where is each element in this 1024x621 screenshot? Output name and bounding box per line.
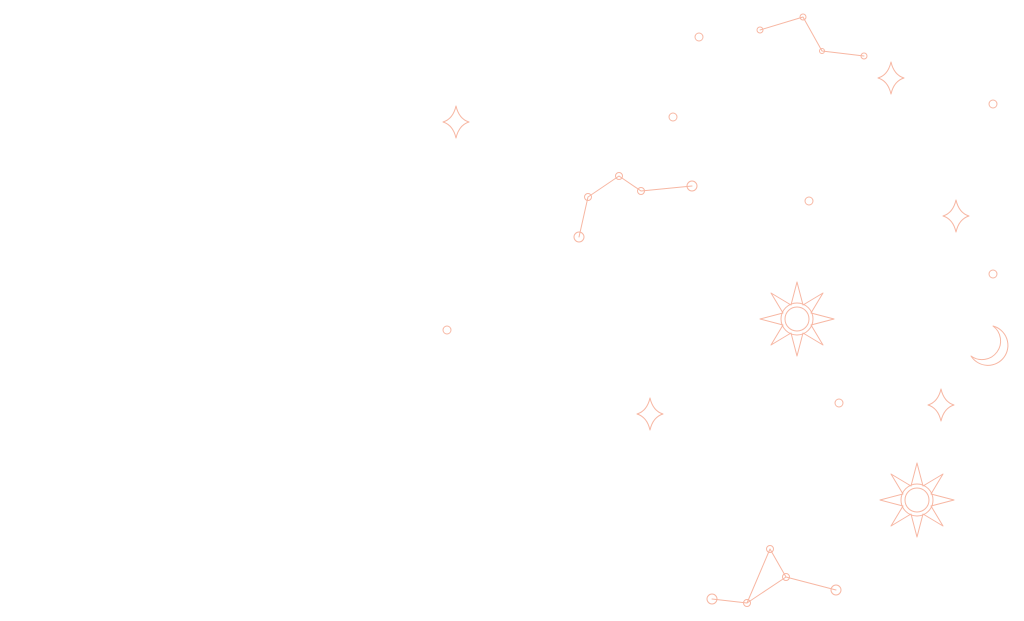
sun-ring-outer: [900, 483, 934, 517]
constellation-star: [782, 573, 790, 581]
sun-ray-points: [879, 462, 955, 538]
constellation-line: [578, 175, 693, 238]
sun-ring-outer: [780, 302, 814, 336]
constellation-star: [799, 13, 807, 21]
sun-icon: [759, 281, 835, 357]
crescent-moon-icon: [970, 325, 1009, 366]
constellation-icon: [573, 172, 698, 243]
star-dot-icon: [988, 269, 998, 279]
star-dot-icon: [804, 196, 814, 206]
sparkle-icon: [942, 199, 970, 233]
sun-ring-inner: [904, 487, 930, 513]
constellation-star: [637, 187, 645, 195]
constellation-star: [615, 172, 623, 180]
sparkle-icon: [927, 388, 955, 422]
constellation-line: [746, 576, 787, 604]
constellation-icon: [756, 13, 868, 60]
star-dot-icon: [694, 32, 704, 42]
sun-icon: [879, 462, 955, 538]
constellation-line: [711, 548, 837, 604]
constellation-star: [743, 599, 751, 607]
star-dot-icon: [988, 99, 998, 109]
sparkle-icon: [636, 397, 664, 431]
constellation-star: [584, 193, 592, 201]
constellation-star: [819, 48, 825, 54]
star-dot-icon: [442, 325, 452, 335]
constellation-icon: [706, 545, 842, 607]
constellation-star: [860, 52, 868, 60]
sun-ring-inner: [784, 306, 810, 332]
constellation-star: [686, 180, 698, 192]
sun-ray-points: [759, 281, 835, 357]
constellation-star: [573, 231, 585, 243]
constellation-star: [830, 584, 842, 596]
constellation-star: [706, 593, 718, 605]
star-dot-icon: [668, 112, 678, 122]
sparkle-icon: [442, 105, 470, 139]
sparkle-icon: [877, 61, 905, 95]
star-dot-icon: [834, 398, 844, 408]
constellation-line: [759, 16, 865, 57]
constellation-star: [766, 545, 774, 553]
constellation-star: [756, 26, 764, 34]
